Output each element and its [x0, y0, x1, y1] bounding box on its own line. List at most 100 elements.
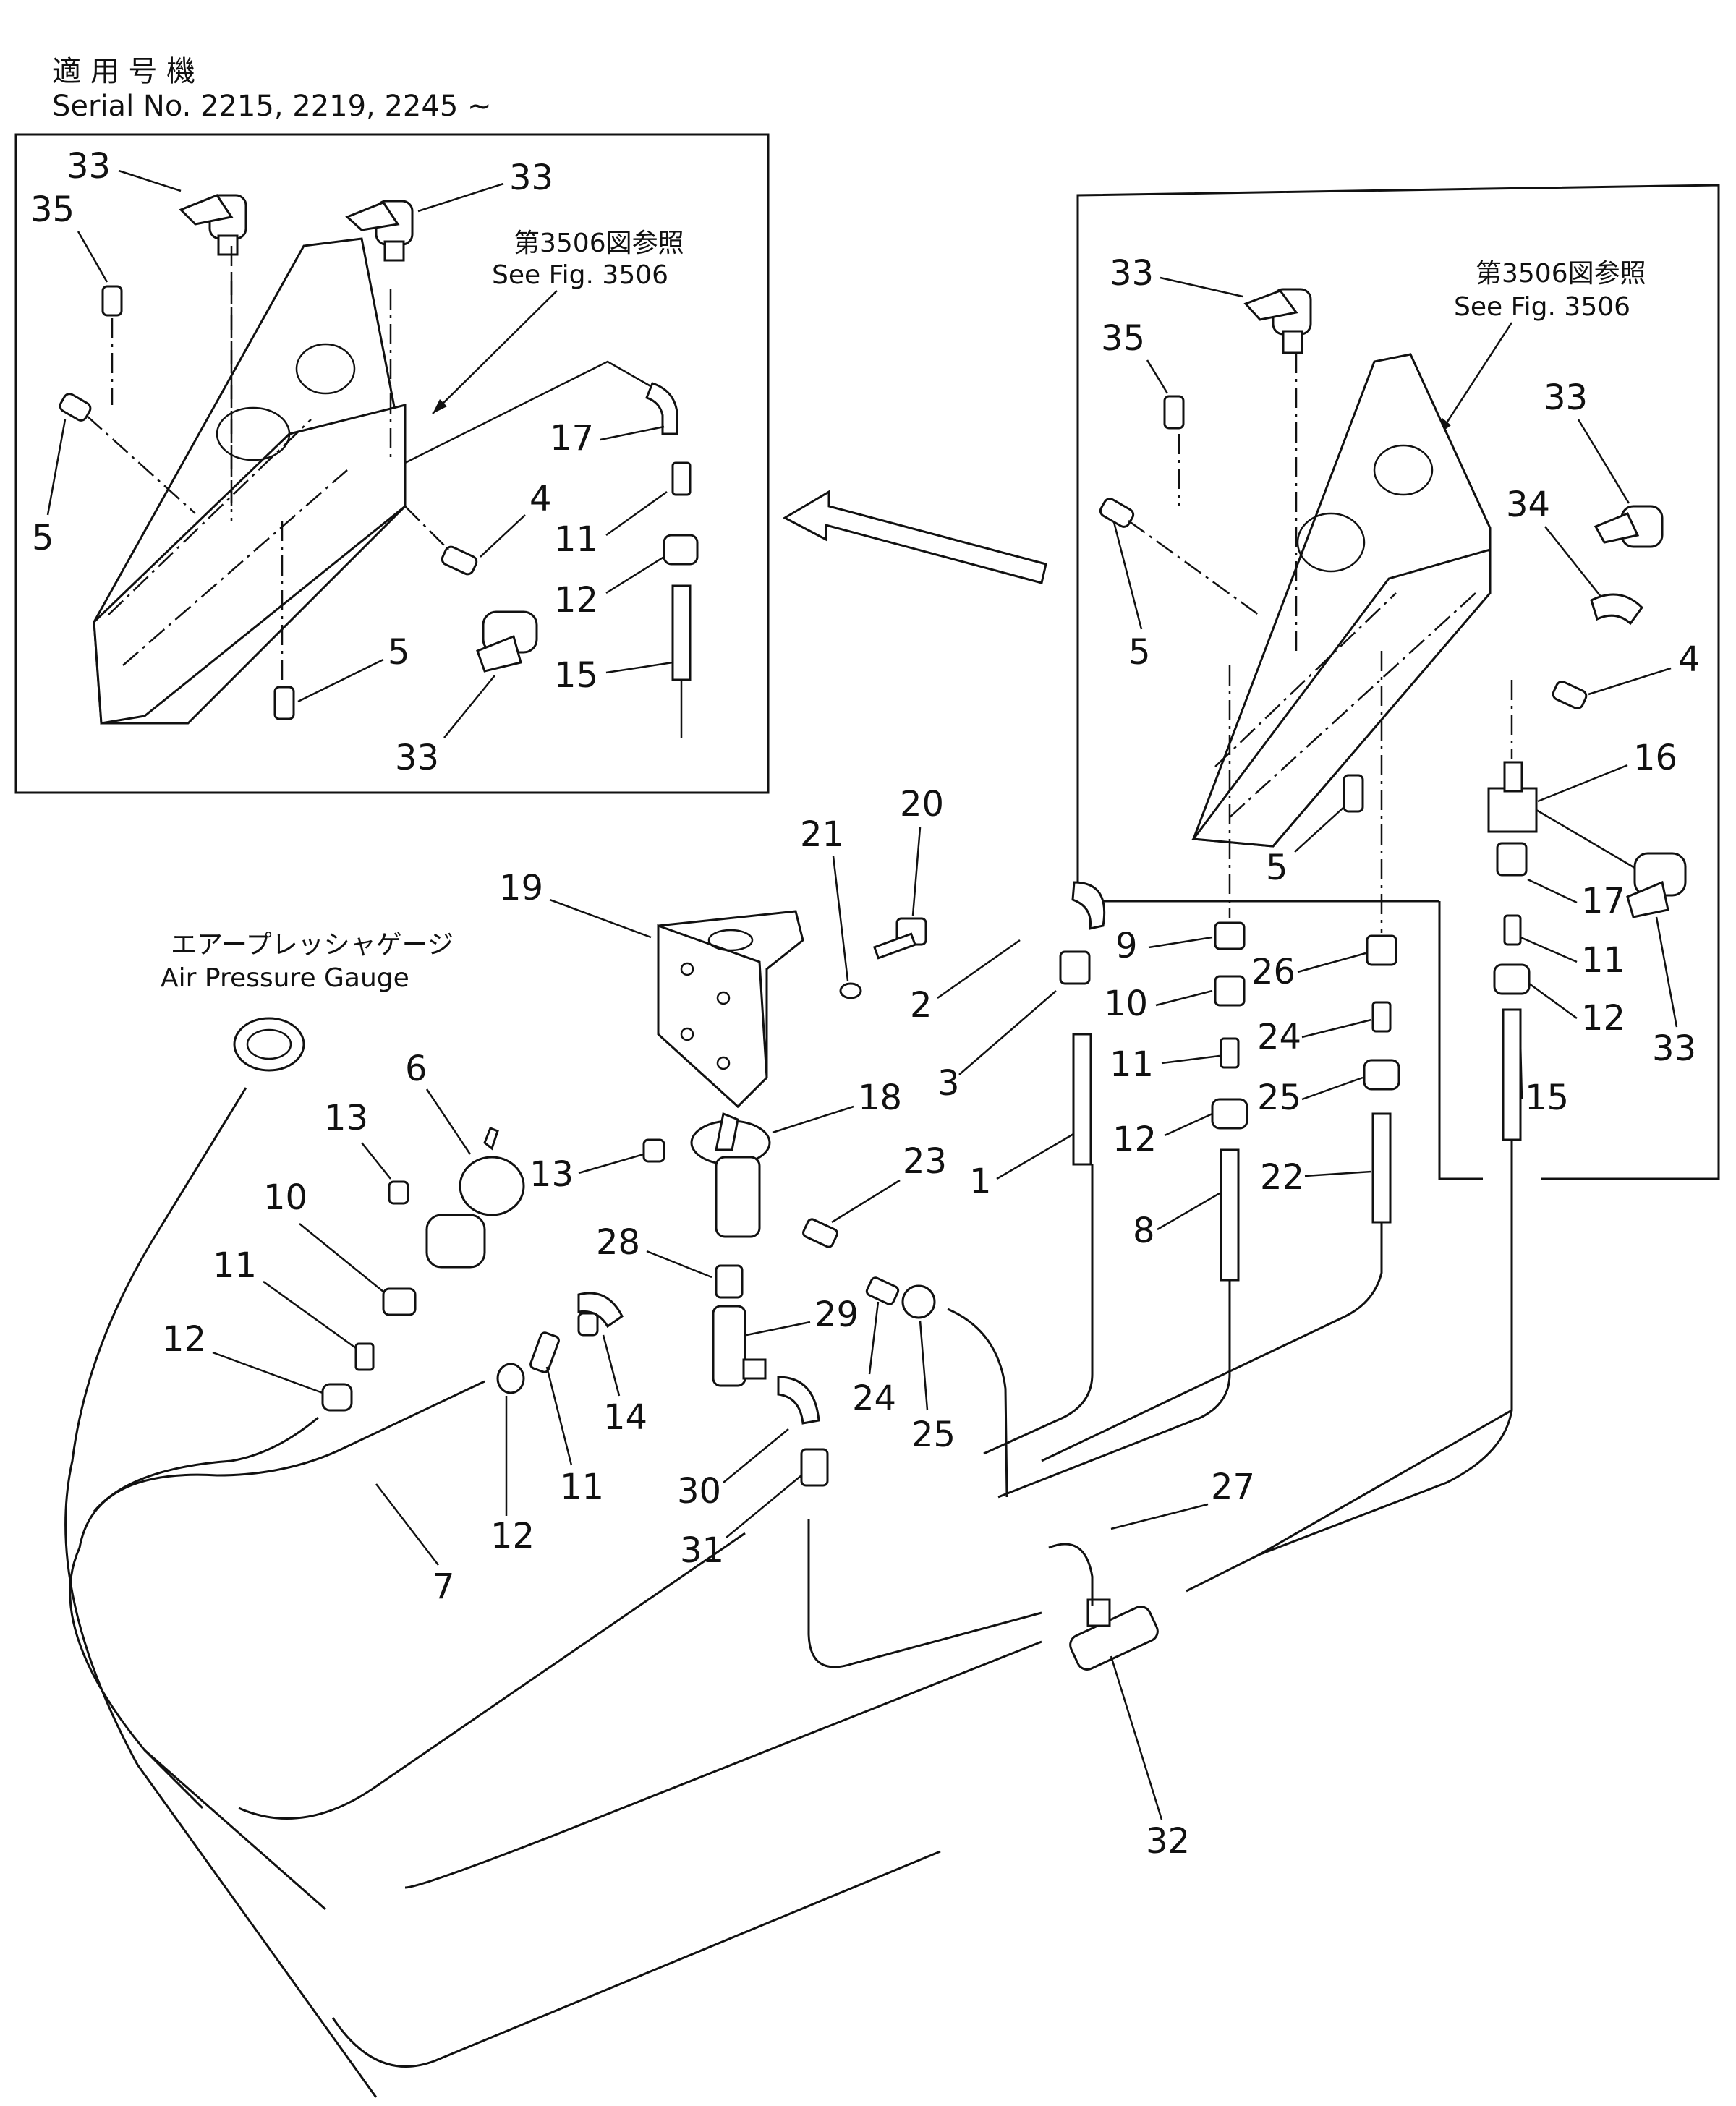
callout-11-inset: 11	[554, 519, 598, 560]
callout-13-mid: 13	[529, 1154, 574, 1195]
callout-14: 14	[603, 1397, 647, 1438]
valve-33-inset-c	[476, 610, 538, 673]
callout-15-inset: 15	[554, 655, 598, 696]
callout-19: 19	[499, 868, 543, 908]
block-16-main	[1487, 761, 1538, 833]
callout-13-left: 13	[324, 1098, 368, 1138]
fitting-5-main-b	[1343, 774, 1364, 813]
valve-6	[425, 1127, 525, 1269]
inset-panel: 第3506図参照 See Fig. 3506	[14, 133, 770, 794]
callout-18: 18	[858, 1078, 902, 1118]
callout-32: 32	[1146, 1821, 1190, 1862]
callout-11-mid: 11	[1110, 1044, 1154, 1085]
callout-24-low: 24	[852, 1378, 896, 1419]
right-panel: 第3506図参照 See Fig. 3506	[1076, 184, 1720, 1282]
see-fig-ref-jp-main: 第3506図参照	[1476, 259, 1646, 289]
callout-8: 8	[1133, 1211, 1155, 1251]
callout-21: 21	[800, 814, 844, 855]
callout-12-main: 12	[1581, 998, 1625, 1039]
callout-10-main: 10	[1104, 984, 1148, 1024]
callout-12-mid: 12	[1112, 1120, 1157, 1160]
callout-11-main: 11	[1581, 940, 1625, 981]
callout-6: 6	[405, 1049, 427, 1089]
mount-bracket-19	[657, 910, 804, 1109]
callout-28: 28	[596, 1222, 640, 1263]
callout-27: 27	[1211, 1467, 1255, 1507]
valve-33-inset-b	[345, 200, 414, 262]
callout-30: 30	[677, 1471, 721, 1512]
callout-20: 20	[900, 784, 944, 824]
callout-26: 26	[1251, 952, 1295, 992]
callout-15-main: 15	[1525, 1078, 1569, 1118]
callout-4-inset: 4	[529, 479, 552, 519]
callout-25-main: 25	[1257, 1078, 1301, 1118]
tee-29	[712, 1305, 767, 1387]
callout-12-inset: 12	[554, 580, 598, 621]
tee-32	[1069, 1598, 1159, 1671]
callout-33-inset-b: 33	[509, 158, 553, 198]
callout-17-main: 17	[1581, 881, 1625, 921]
air-pressure-gauge: エアープレッシャゲージ Air Pressure Gauge	[161, 930, 454, 1072]
manifold-plate-main	[1191, 353, 1492, 848]
serial-heading-jp: 適 用 号 機	[52, 55, 195, 88]
callout-31: 31	[680, 1530, 724, 1571]
valve-33-main-c	[1626, 852, 1687, 918]
callout-25-low: 25	[911, 1415, 956, 1455]
callout-4-main: 4	[1678, 639, 1701, 680]
valve-33-inset-a	[179, 194, 247, 256]
callout-1: 1	[969, 1161, 992, 1202]
callout-29: 29	[814, 1295, 859, 1335]
fittings-left-stack	[321, 1180, 417, 1412]
callout-2: 2	[910, 985, 932, 1026]
callout-33-main-a: 33	[1110, 253, 1154, 294]
callout-24-main: 24	[1257, 1017, 1301, 1057]
callout-5-inset-b: 5	[388, 632, 410, 673]
callout-34-main: 34	[1506, 485, 1550, 525]
callout-9: 9	[1115, 926, 1138, 966]
fitting-4-inset	[441, 545, 478, 576]
valve-33-main-b	[1594, 505, 1664, 548]
callout-22: 22	[1260, 1157, 1304, 1198]
fitting-5-main-a	[1099, 498, 1135, 528]
callout-33-inset-a: 33	[67, 146, 111, 187]
callout-5-main-a: 5	[1128, 632, 1151, 673]
serial-heading-en: Serial No. 2215, 2219, 2245 ~	[52, 90, 492, 123]
manifold-plate-inset	[93, 237, 407, 725]
fitting-5-inset-b	[273, 686, 295, 720]
callout-33-inset-c: 33	[395, 738, 439, 778]
transition-arrow	[782, 490, 1047, 584]
callout-5-main-b: 5	[1266, 848, 1288, 888]
callout-35-inset: 35	[30, 189, 75, 230]
callout-33-main-c: 33	[1652, 1028, 1696, 1069]
valve-18	[690, 1112, 771, 1238]
elbow-34-main	[1590, 593, 1643, 626]
callout-10-left: 10	[263, 1177, 307, 1218]
see-fig-ref-en-inset: See Fig. 3506	[492, 260, 668, 290]
callout-12-low: 12	[490, 1516, 535, 1556]
valve-33-main-a	[1243, 288, 1312, 354]
callout-35-main: 35	[1101, 318, 1145, 359]
callout-11-low: 11	[560, 1467, 604, 1507]
callout-12-left: 12	[162, 1319, 206, 1360]
callout-23: 23	[903, 1141, 947, 1182]
fitting-35-main	[1163, 395, 1185, 430]
gauge-label-en: Air Pressure Gauge	[161, 963, 409, 993]
callout-5-inset-a: 5	[32, 518, 54, 558]
callout-33-main-b: 33	[1544, 378, 1588, 418]
elbow-14	[577, 1292, 624, 1336]
see-fig-ref-en-main: See Fig. 3506	[1454, 292, 1630, 322]
washer-21	[839, 982, 862, 999]
callout-11-left: 11	[213, 1245, 257, 1286]
see-fig-ref-jp-inset: 第3506図参照	[514, 229, 684, 258]
callout-7: 7	[433, 1566, 455, 1607]
pipe-runs	[64, 881, 1513, 2098]
fitting-5-inset-a	[59, 393, 92, 422]
fitting-4-main	[1552, 681, 1588, 709]
gauge-label-jp: エアープレッシャゲージ	[171, 930, 454, 960]
callout-3: 3	[937, 1063, 960, 1104]
callout-16-main: 16	[1633, 738, 1677, 778]
bolt-20	[872, 917, 927, 960]
fitting-35-inset	[101, 285, 123, 317]
callout-17-inset: 17	[550, 418, 594, 459]
